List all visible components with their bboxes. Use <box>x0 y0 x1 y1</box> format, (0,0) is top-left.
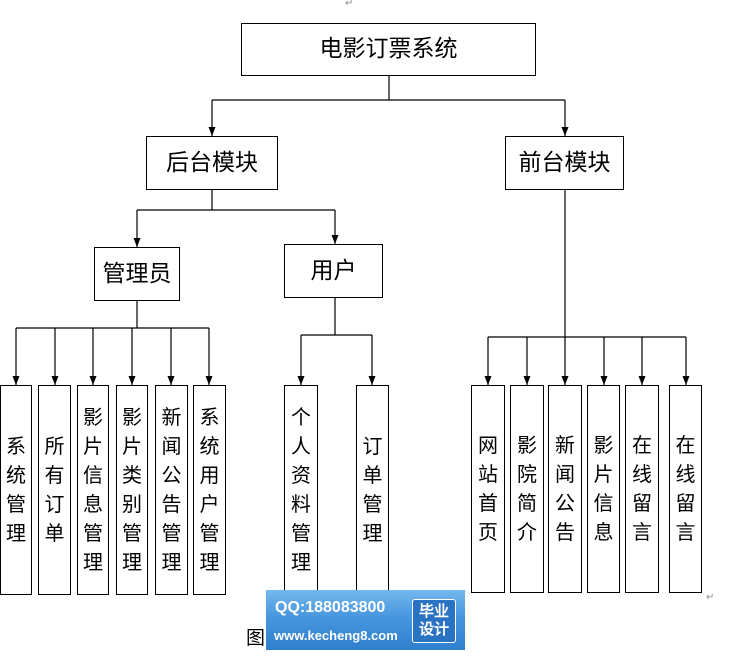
figure-caption: 图 <box>246 627 266 649</box>
node-news-announcements: 新闻公告 <box>548 385 582 593</box>
node-label: 影片信息 <box>593 433 614 544</box>
watermark-tag-line: 毕业 <box>418 603 449 620</box>
node-label: 在线留言 <box>632 433 652 544</box>
node-admin: 管理员 <box>94 247 180 301</box>
watermark-qq: QQ:188083800 <box>275 599 386 616</box>
node-label: 影片信息管理 <box>83 405 103 574</box>
node-label: 订单管理 <box>362 434 383 545</box>
node-online-message-2: 在线留言 <box>669 385 702 593</box>
node-movie-info-management: 影片信息管理 <box>77 385 109 595</box>
node-label: 电影订票系统 <box>319 36 458 62</box>
node-label: 管理员 <box>102 260 172 287</box>
node-label: 新闻公告管理 <box>161 405 182 574</box>
paragraph-mark: ↵ <box>706 592 715 603</box>
watermark-site: www.kecheng8.com <box>274 628 398 643</box>
node-frontend-module: 前台模块 <box>505 136 624 190</box>
node-label: 新闻公告 <box>555 433 575 544</box>
node-label: 在线留言 <box>675 433 696 544</box>
node-system-user-management: 系统用户管理 <box>193 385 226 595</box>
node-label: 后台模块 <box>166 149 258 176</box>
node-label: 影院简介 <box>517 433 537 544</box>
node-label: 系统管理 <box>6 434 26 545</box>
watermark-tag: 毕业 设计 <box>412 599 456 643</box>
node-online-message: 在线留言 <box>625 385 659 593</box>
node-order-management: 订单管理 <box>356 385 389 595</box>
node-label: 系统用户管理 <box>199 405 220 574</box>
node-label: 个人资料管理 <box>291 405 311 574</box>
node-label: 前台模块 <box>518 149 611 176</box>
node-movie-info: 影片信息 <box>587 385 620 593</box>
paragraph-mark: ↵ <box>345 0 354 9</box>
node-all-orders: 所有订单 <box>38 385 71 595</box>
node-news-announcement-management: 新闻公告管理 <box>155 385 188 595</box>
node-personal-profile-management: 个人资料管理 <box>284 385 318 595</box>
node-label: 用户 <box>310 257 357 284</box>
node-root-system: 电影订票系统 <box>241 23 536 76</box>
node-system-management: 系统管理 <box>0 385 32 595</box>
node-backend-module: 后台模块 <box>146 136 278 190</box>
watermark-badge: QQ:188083800 www.kecheng8.com 毕业 设计 <box>266 590 465 650</box>
node-movie-category-management: 影片类别管理 <box>116 385 148 595</box>
node-cinema-intro: 影院简介 <box>510 385 544 593</box>
node-home-page: 网站首页 <box>471 385 505 593</box>
node-label: 网站首页 <box>478 433 498 544</box>
watermark-tag-line: 设计 <box>418 621 449 638</box>
node-user: 用户 <box>284 244 383 298</box>
node-label: 所有订单 <box>44 434 65 545</box>
node-label: 影片类别管理 <box>122 405 142 574</box>
